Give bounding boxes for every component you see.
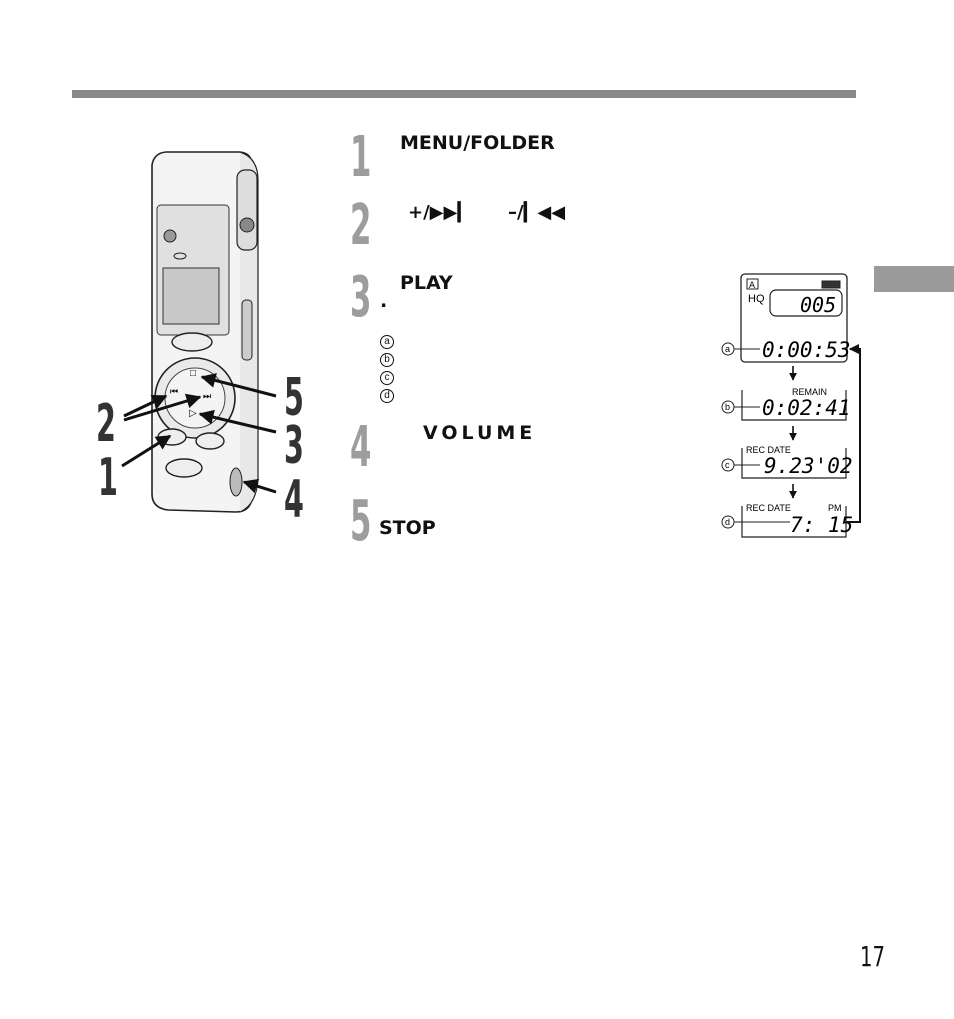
step-2-plus: +/▶▶▎ — [408, 202, 471, 223]
header-rule — [72, 90, 856, 98]
marker-d: d — [380, 389, 394, 403]
lcd-c-value: 9.23'02 — [764, 454, 853, 478]
step-2-minus-label: –/ — [508, 202, 524, 223]
svg-text:▷: ▷ — [189, 408, 197, 419]
lcd-d-marker: d — [725, 517, 730, 527]
page-number: 17 — [860, 940, 885, 973]
marker-b: b — [380, 353, 394, 367]
step-4-number: 4 — [350, 415, 372, 480]
recorder-illustration: □ ⏮ ⏭ ▷ — [121, 151, 277, 513]
callout-3: 3 — [284, 416, 304, 476]
lcd-c-marker: c — [725, 460, 730, 470]
battery-icon — [821, 280, 841, 289]
fast-forward-icon: ▶▶▎ — [429, 202, 472, 223]
step-1-label: MENU/FOLDER — [400, 132, 555, 154]
lcd-c-caption: REC DATE — [746, 445, 791, 455]
lcd-d-value: 7: 15 — [790, 513, 853, 537]
step-3-label: PLAY — [400, 272, 453, 294]
svg-text:□: □ — [190, 368, 196, 379]
callout-4: 4 — [284, 470, 304, 530]
svg-text:⏭: ⏭ — [203, 391, 211, 401]
lcd-diagram: A HQ 005 0:00:53 a REMAIN 0:02:41 b REC … — [721, 273, 861, 538]
lcd-b-marker: b — [725, 402, 730, 412]
lcd-d-ampm: PM — [828, 503, 842, 513]
lcd-mode: HQ — [748, 293, 765, 305]
rewind-icon: ▎◀◀ — [523, 202, 566, 223]
lcd-file: 005 — [800, 293, 836, 317]
step-5-label: STOP — [379, 517, 436, 539]
step-4-label: VOLUME — [423, 422, 537, 444]
step-5-number: 5 — [350, 489, 372, 554]
marker-a: a — [380, 335, 394, 349]
lcd-b-caption: REMAIN — [792, 387, 827, 397]
callout-2: 2 — [96, 394, 116, 454]
lcd-a-value: 0:00:53 — [762, 338, 851, 362]
step-1-number: 1 — [350, 125, 372, 190]
svg-text:⏮: ⏮ — [170, 386, 178, 396]
section-tab — [874, 266, 954, 292]
callout-5: 5 — [284, 368, 304, 428]
step-2-minus: –/▎◀◀ — [508, 202, 565, 223]
lcd-b-value: 0:02:41 — [762, 396, 851, 420]
lcd-a-marker: a — [725, 344, 730, 354]
step-3-number: 3 — [350, 265, 372, 330]
step-3-bullet: . — [380, 290, 388, 312]
step-2-number: 2 — [350, 193, 372, 258]
lcd-folder: A — [749, 280, 755, 290]
step-2-plus-label: +/ — [408, 202, 430, 223]
callout-1: 1 — [98, 448, 118, 508]
lcd-d-caption: REC DATE — [746, 503, 791, 513]
marker-c: c — [380, 371, 394, 385]
